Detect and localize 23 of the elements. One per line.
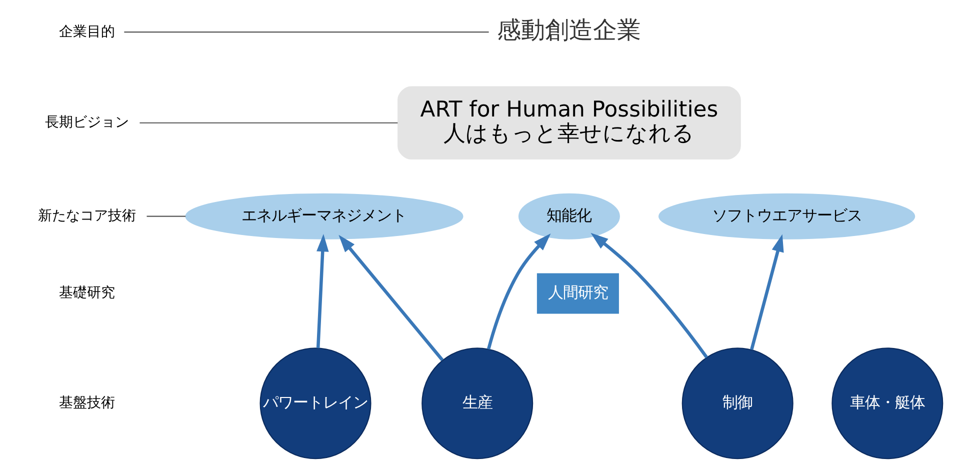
node-circle: 生産: [422, 348, 534, 460]
arrow: [316, 234, 329, 348]
node-text: 新たなコア技術: [38, 208, 136, 224]
arrow: [750, 234, 784, 350]
connector: [140, 122, 398, 124]
node-ellipse: エネルギーマネジメント: [185, 193, 464, 240]
node-circle: 制御: [682, 348, 794, 460]
node-box: 人間研究: [536, 273, 619, 314]
connector: [146, 216, 186, 217]
node-ellipse: 知能化: [518, 193, 620, 240]
arrow: [486, 234, 551, 350]
node-text: 企業目的: [58, 24, 115, 40]
node-text: 長期ビジョン: [44, 114, 129, 131]
node-circle: 車体・艇体: [832, 348, 944, 460]
connector: [124, 32, 489, 33]
arrow: [338, 234, 444, 362]
node-box: ART for Human Possibilities 人はもっと幸せになれる: [398, 86, 741, 160]
node-circle: パワートレイン: [260, 348, 372, 460]
node-ellipse: ソフトウエアサービス: [658, 193, 916, 240]
arrow: [590, 232, 708, 358]
node-text: 基盤技術: [58, 395, 115, 412]
node-text: 感動創造企業: [497, 16, 642, 44]
node-text: 基礎研究: [58, 285, 115, 302]
